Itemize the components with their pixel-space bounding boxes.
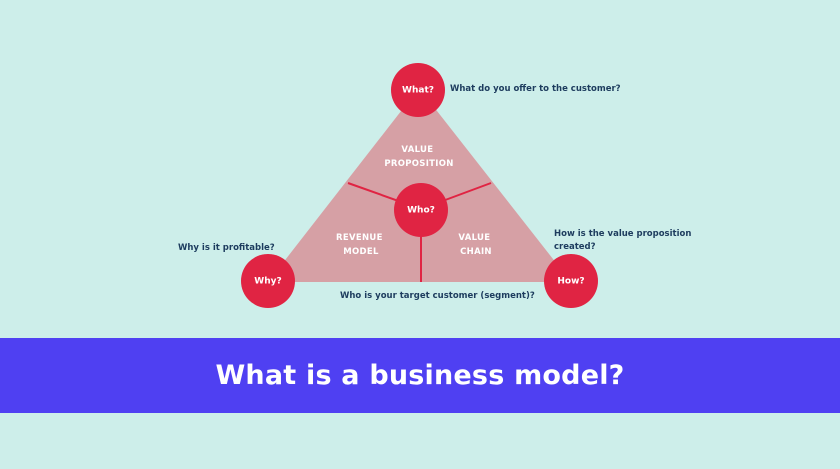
banner-title: What is a business model? <box>215 360 625 391</box>
node-what-label: What? <box>402 86 434 96</box>
node-why-label: Why? <box>254 277 281 287</box>
section-value-chain: VALUE CHAIN <box>458 233 493 257</box>
section-revenue-model: REVENUE MODEL <box>336 233 386 257</box>
question-how: How is the value proposition created? <box>554 229 694 252</box>
question-who: Who is your target customer (segment)? <box>340 291 535 301</box>
section-value-proposition: VALUE PROPOSITION <box>384 145 453 169</box>
business-model-triangle-diagram: VALUE PROPOSITION REVENUE MODEL VALUE CH… <box>178 63 694 308</box>
title-banner: What is a business model? <box>0 338 840 413</box>
node-how: How? <box>544 254 598 308</box>
question-what: What do you offer to the customer? <box>450 84 621 94</box>
node-how-label: How? <box>557 277 584 287</box>
question-why: Why is it profitable? <box>178 243 275 253</box>
node-who-label: Who? <box>407 206 435 216</box>
node-why: Why? <box>241 254 295 308</box>
node-what: What? <box>391 63 445 117</box>
node-who: Who? <box>394 183 448 237</box>
